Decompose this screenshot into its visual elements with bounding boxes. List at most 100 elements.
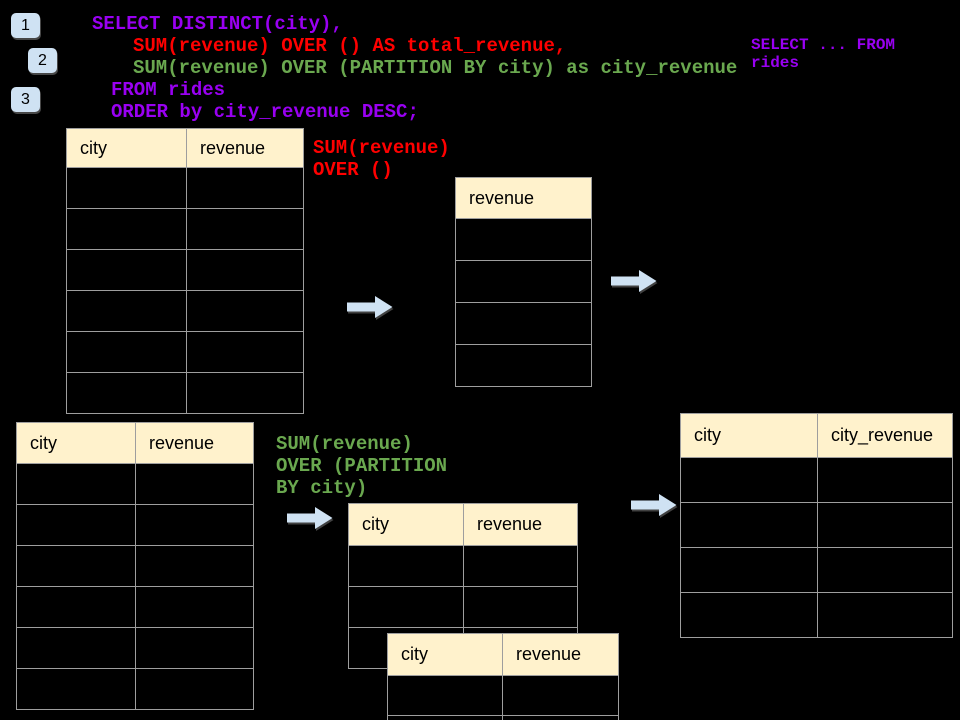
table-row (67, 209, 304, 250)
column-header-city: city (349, 504, 464, 546)
table-cell (456, 303, 592, 345)
step-badge-1: 1 (11, 13, 40, 38)
table-city-result: city city_revenue (680, 413, 953, 638)
table-row (349, 546, 578, 587)
table-cell (187, 373, 304, 414)
table-row (17, 669, 254, 710)
table-cell (456, 261, 592, 303)
table-header-row: city city_revenue (681, 414, 953, 458)
sql-line-sum-partition: SUM(revenue) OVER (PARTITION BY city) as… (133, 57, 738, 79)
table-header-row: city revenue (17, 423, 254, 464)
table-cell (187, 209, 304, 250)
table-row (388, 676, 619, 716)
partition-annotation-line-2: OVER (PARTITION (276, 455, 448, 477)
table-row (681, 593, 953, 638)
table-cell (17, 464, 136, 505)
table-row (67, 168, 304, 209)
table-cell (681, 593, 818, 638)
table-cell (818, 593, 953, 638)
table-body (17, 464, 254, 710)
table-row (17, 546, 254, 587)
table-header-row: city revenue (388, 634, 619, 676)
table-cell (67, 250, 187, 291)
column-header-city-revenue: city_revenue (818, 414, 953, 458)
table-row (67, 291, 304, 332)
table-cell (67, 373, 187, 414)
sql-line-sum-over: SUM(revenue) OVER () AS total_revenue, (133, 35, 567, 57)
table-row (67, 373, 304, 414)
table-header-row: revenue (456, 178, 592, 219)
table-row (456, 345, 592, 387)
arrow-right-icon (631, 493, 677, 517)
table-cell (17, 587, 136, 628)
table-body (681, 458, 953, 638)
table-cell (456, 345, 592, 387)
table-row (67, 332, 304, 373)
table-row (17, 628, 254, 669)
table-cell (818, 548, 953, 593)
table-cell (187, 332, 304, 373)
column-header-revenue: revenue (456, 178, 592, 219)
table-row (681, 548, 953, 593)
side-note-line-1: SELECT ... FROM (751, 36, 896, 54)
column-header-city: city (388, 634, 503, 676)
column-header-city: city (17, 423, 136, 464)
table-partition-group-b: city revenue (387, 633, 619, 720)
table-cell (187, 250, 304, 291)
total-annotation-line-2: OVER () (313, 159, 393, 181)
table-cell (136, 546, 254, 587)
sql-line-from: FROM rides (111, 79, 226, 101)
table-cell (388, 676, 503, 716)
table-row (681, 458, 953, 503)
table-cell (818, 458, 953, 503)
table-body (456, 219, 592, 387)
table-cell (187, 168, 304, 209)
column-header-revenue: revenue (136, 423, 254, 464)
table-cell (17, 669, 136, 710)
column-header-revenue: revenue (187, 129, 304, 168)
partition-annotation-line-1: SUM(revenue) (276, 433, 413, 455)
table-row (17, 505, 254, 546)
table-header-row: city revenue (67, 129, 304, 168)
table-body (388, 676, 619, 720)
table-cell (681, 503, 818, 548)
sql-line-order: ORDER by city_revenue DESC; (111, 101, 419, 123)
table-cell (818, 503, 953, 548)
table-cell (136, 464, 254, 505)
table-cell (67, 168, 187, 209)
table-cell (67, 209, 187, 250)
total-annotation-line-1: SUM(revenue) (313, 137, 450, 159)
table-cell (464, 546, 578, 587)
table-total-result: revenue (455, 177, 592, 387)
column-header-revenue: revenue (464, 504, 578, 546)
table-cell (503, 716, 619, 720)
table-row (67, 250, 304, 291)
table-cell (136, 669, 254, 710)
table-header-row: city revenue (349, 504, 578, 546)
table-cell (456, 219, 592, 261)
table-cell (349, 587, 464, 628)
table-cell (464, 587, 578, 628)
table-row (681, 503, 953, 548)
table-cell (17, 546, 136, 587)
side-note-line-2: rides (751, 54, 800, 72)
step-badge-3: 3 (11, 87, 40, 112)
partition-annotation-line-3: BY city) (276, 477, 368, 499)
table-row (17, 464, 254, 505)
table-cell (67, 332, 187, 373)
table-cell (136, 587, 254, 628)
table-cell (681, 458, 818, 503)
table-row (456, 261, 592, 303)
table-cell (349, 546, 464, 587)
table-row (456, 219, 592, 261)
table-cell (503, 676, 619, 716)
arrow-right-icon (347, 295, 393, 319)
column-header-revenue: revenue (503, 634, 619, 676)
table-row (349, 587, 578, 628)
arrow-right-icon (287, 506, 333, 530)
table-row (388, 716, 619, 720)
sql-line-select: SELECT DISTINCT(city), (92, 13, 343, 35)
